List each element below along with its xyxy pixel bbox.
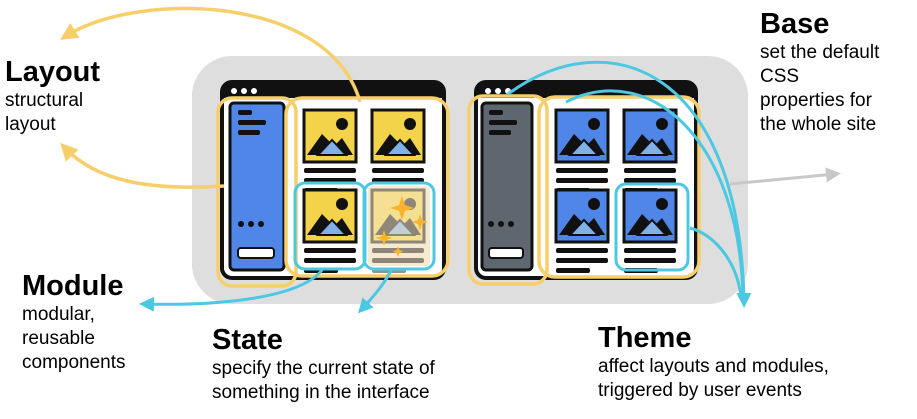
theme-arrow-from-grid: [565, 89, 745, 299]
theme-arrow-from-sidebar: [507, 60, 752, 308]
image-icon: [622, 188, 678, 244]
state-arrow: [357, 267, 394, 314]
base-desc-1: set the default: [760, 42, 880, 63]
state-title: State: [212, 324, 283, 356]
layout-outline-content-left: [284, 96, 450, 278]
state-label: State specify the current state of somet…: [212, 324, 435, 405]
layout-label: Layout structural layout: [5, 56, 100, 137]
theme-desc-2: triggered by user events: [598, 380, 802, 401]
theme-label: Theme affect layouts and modules, trigge…: [598, 322, 829, 403]
layout-outline-sidebar-right: [467, 94, 549, 286]
module-desc-2: reusable: [22, 328, 95, 349]
left-browser-window-icon: [220, 80, 446, 280]
base-arrow: [729, 167, 841, 186]
right-browser-window-icon: [474, 80, 698, 280]
image-icon: [370, 108, 426, 164]
module-label: Module modular, reusable components: [22, 270, 126, 375]
left-sidebar: [228, 101, 286, 272]
image-icon: [302, 188, 358, 244]
layout-desc-1: structural: [5, 90, 84, 111]
base-label: Base set the default CSS properties for …: [760, 8, 879, 137]
base-desc-2: CSS: [760, 66, 800, 87]
image-icon: [554, 108, 610, 164]
state-outline: [362, 181, 436, 271]
sparkle-icon: [376, 196, 428, 257]
module-desc-3: components: [22, 352, 126, 373]
state-desc-1: specify the current state of: [212, 358, 435, 379]
theme-desc-1: affect layouts and modules,: [598, 356, 829, 377]
layout-title: Layout: [5, 56, 101, 88]
base-desc-4: the whole site: [760, 114, 877, 135]
theme-title: Theme: [598, 322, 692, 354]
layout-outline-content-right: [537, 95, 701, 279]
theme-arrow-from-module: [689, 226, 743, 297]
layout-arrow-top: [60, 6, 362, 103]
state-card: [368, 186, 430, 273]
module-arrow: [139, 269, 324, 312]
image-icon: [302, 108, 358, 164]
layout-desc-2: layout: [5, 114, 56, 135]
state-desc-2: something in the interface: [212, 382, 430, 403]
image-icon: [554, 188, 610, 244]
image-icon: [622, 108, 678, 164]
module-title: Module: [22, 270, 124, 302]
layout-arrow-bottom: [60, 142, 225, 189]
base-title: Base: [760, 8, 830, 40]
base-desc-3: properties for: [760, 90, 872, 111]
right-sidebar: [480, 101, 534, 272]
module-desc-1: modular,: [22, 304, 95, 325]
theme-module-outline: [614, 182, 690, 272]
